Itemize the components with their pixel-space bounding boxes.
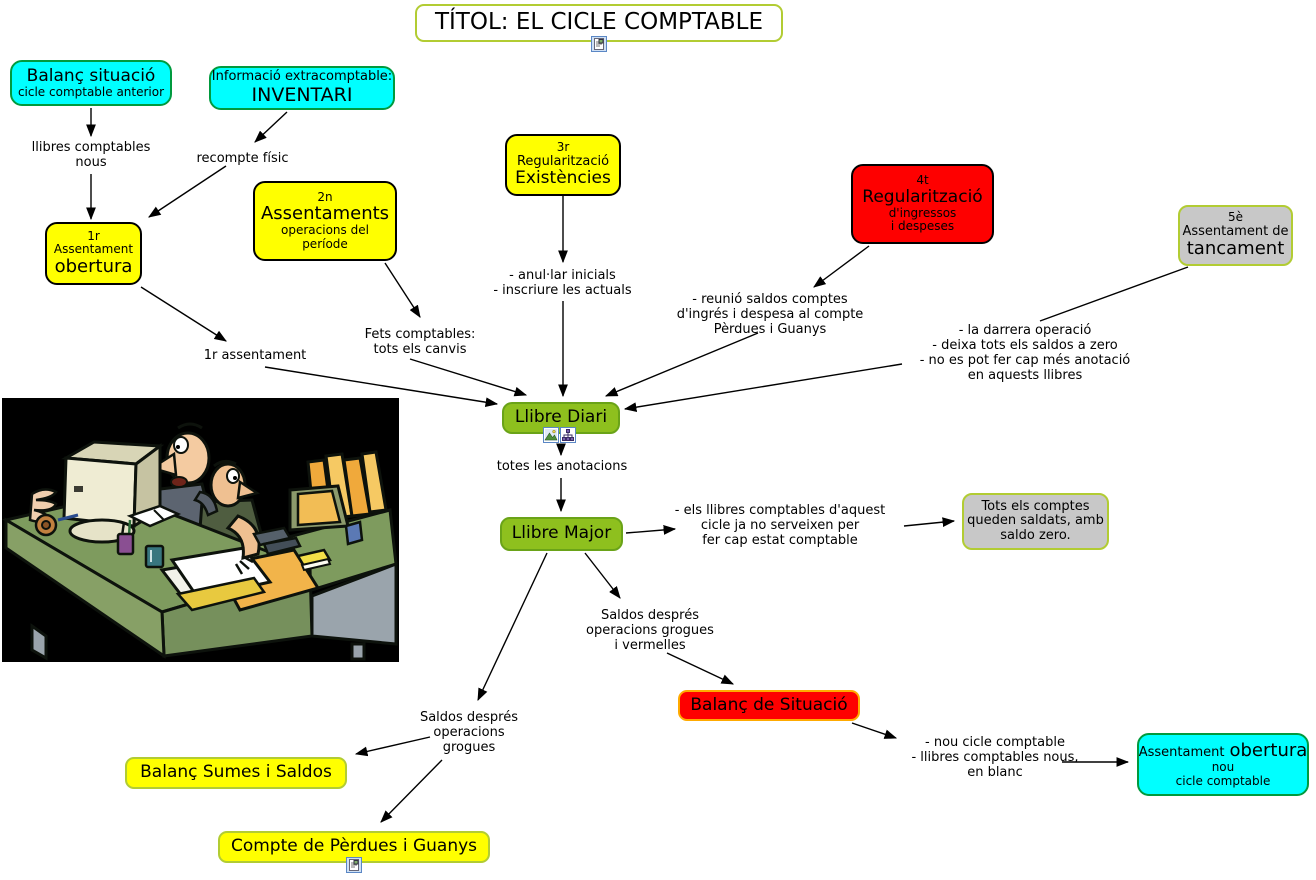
node-llibre-diari[interactable]: Llibre Diari <box>502 402 620 434</box>
node-text-line: 2n <box>317 189 333 204</box>
connector-arrow <box>584 552 621 599</box>
node-4t-regularitzacio-ingressos[interactable]: 4t Regularització d'ingressos i despeses <box>851 164 994 244</box>
node-balanc-sumes-i-saldos[interactable]: Balanç Sumes i Saldos <box>125 757 347 789</box>
node-text-line: Regularització <box>516 153 610 169</box>
connector-arrow <box>903 517 956 528</box>
node-balanc-situacio-anterior[interactable]: Balanç situació cicle comptable anterior <box>10 60 172 106</box>
node-text-line: Compte de Pèrdues i Guanys <box>230 836 478 857</box>
node-text-line: obertura <box>54 255 133 277</box>
linking-phrase: - anul·lar inicials - inscriure les actu… <box>493 268 632 298</box>
linking-phrase: - nou cicle comptable - llibres comptabl… <box>911 735 1079 780</box>
node-text-line: Balanç Sumes i Saldos <box>140 762 332 783</box>
node-text-line: Balanç situació <box>26 65 156 86</box>
node-text-line: Tots els comptes queden saldats, amb sal… <box>967 498 1104 543</box>
map-title-text: TÍTOL: EL CICLE COMPTABLE <box>434 9 764 36</box>
node-inventari[interactable]: Informació extracomptable: INVENTARI <box>209 66 395 110</box>
linking-phrase: - la darrera operació - deixa tots els s… <box>919 323 1131 383</box>
linking-phrase: totes les anotacions <box>496 459 628 474</box>
node-text-line: operacions del període <box>281 223 369 251</box>
node-tots-els-comptes-saldats[interactable]: Tots els comptes queden saldats, amb sal… <box>962 493 1109 550</box>
node-1r-assentament-obertura[interactable]: 1r Assentament obertura <box>45 222 142 285</box>
node-text-line: nou cicle comptable <box>1175 760 1271 788</box>
node-text-line: Llibre Major <box>511 523 612 544</box>
linking-phrase: Saldos després operacions grogues <box>419 710 519 755</box>
linking-phrase: - els llibres comptables d'aquest cicle … <box>674 503 886 548</box>
connector-arrow <box>384 262 421 318</box>
node-text-line: 1r <box>87 228 100 243</box>
image-resource-icon[interactable] <box>543 427 559 443</box>
connector-arrow <box>604 332 759 397</box>
node-text-line: Assentament <box>1138 744 1225 760</box>
accountants-cartoon-image <box>2 398 399 662</box>
node-text-line: Regularització <box>862 186 983 207</box>
connector-line <box>1039 266 1189 322</box>
node-5e-assentament-tancament[interactable]: 5è Assentament de tancament <box>1178 205 1293 266</box>
connector-arrow <box>477 552 548 702</box>
node-text-line: INVENTARI <box>251 83 353 106</box>
node-assentament-obertura-nou[interactable]: Assentament obertura nou cicle comptable <box>1137 733 1309 796</box>
node-text-line: Balanç de Situació <box>690 694 848 715</box>
linking-phrase: Fets comptables: tots els canvis <box>364 327 476 357</box>
node-text-line: Existències <box>515 168 611 189</box>
connector-arrow <box>254 111 288 143</box>
node-text-line: Informació extracomptable: <box>211 69 393 85</box>
node-text-line: 5è <box>1227 210 1244 225</box>
connector-arrow <box>380 759 443 823</box>
linking-phrase: llibres comptables nous <box>31 140 151 170</box>
node-text-line: Llibre Diari <box>514 407 608 428</box>
node-llibre-major[interactable]: Llibre Major <box>500 517 623 551</box>
connector-arrow <box>409 358 528 397</box>
node-text-line: 4t <box>916 173 929 188</box>
connector-arrow <box>813 245 870 288</box>
connector-arrow <box>148 165 227 218</box>
linking-phrase: recompte físic <box>196 151 289 166</box>
document-resource-icon[interactable] <box>591 36 607 52</box>
node-text-line: obertura <box>1229 739 1308 761</box>
linking-phrase: Saldos després operacions grogues i verm… <box>586 608 714 653</box>
node-text-line: d'ingressos i despeses <box>888 205 957 234</box>
node-text-line: Assentament <box>53 242 134 257</box>
connector-arrow <box>623 363 903 412</box>
connector-arrow <box>140 286 227 342</box>
document-resource-icon[interactable] <box>346 857 362 873</box>
node-2n-assentaments[interactable]: 2n Assentaments operacions del període <box>253 181 397 261</box>
node-text-line: 3r <box>556 140 570 155</box>
node-balanc-de-situacio[interactable]: Balanç de Situació <box>678 690 860 721</box>
node-text-line: Assentament de <box>1182 223 1289 239</box>
node-text-line: cicle comptable anterior <box>17 84 165 99</box>
node-text-line: Assentaments <box>260 203 390 225</box>
node-3r-regularitzacio-existencies[interactable]: 3r Regularització Existències <box>505 134 621 196</box>
linking-phrase: 1r assentament <box>203 348 307 363</box>
connector-arrow <box>666 652 735 685</box>
sitemap-resource-icon[interactable] <box>560 427 576 443</box>
node-text-line: tancament <box>1186 238 1285 260</box>
linking-phrase: - reunió saldos comptes d'ingrés i despe… <box>676 292 864 337</box>
